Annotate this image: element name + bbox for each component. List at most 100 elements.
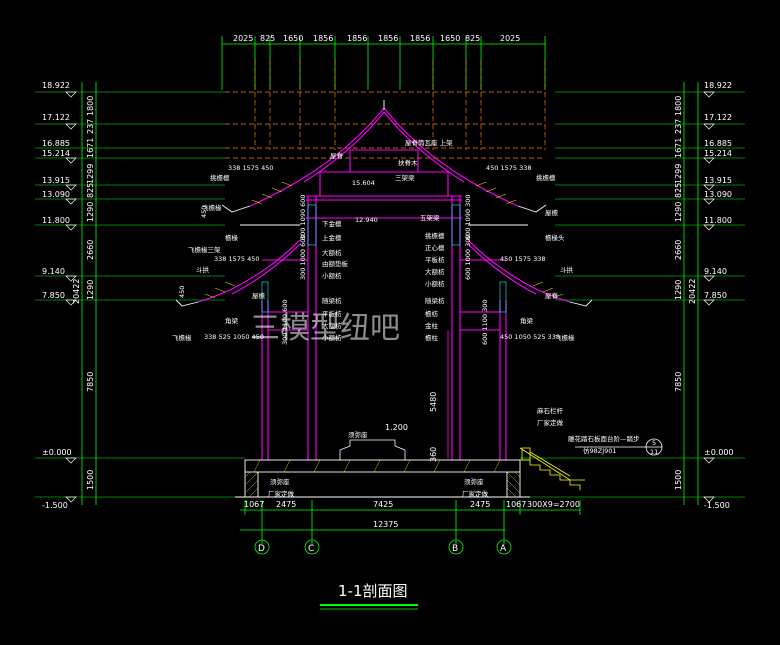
left-level-8: 9.140 xyxy=(42,267,65,276)
label-jiaoliang-left: 角梁 xyxy=(225,316,239,325)
axis-label-a: A xyxy=(500,544,507,554)
label-chang-right: 厂家定做 xyxy=(462,489,489,498)
label-steps: 雕花踏石板面台阶—踏步 xyxy=(568,434,640,443)
right-level-10: ±0.000 xyxy=(704,448,734,457)
roof-structure xyxy=(197,107,571,460)
axis-label-d: D xyxy=(258,544,265,554)
axis-label-b: B xyxy=(452,544,458,554)
dim-col-right-c: 600 1100 300 xyxy=(481,300,489,346)
top-dim-6: 1856 xyxy=(378,34,398,43)
xumi-pedestal xyxy=(339,439,406,460)
left-level-5: 13.915 xyxy=(42,176,70,185)
label-dajiaomian-left: 大额枋 xyxy=(322,248,342,257)
dim-mid-right: 450 1575 338 xyxy=(500,255,546,263)
label-suilang-left: 随梁枋 xyxy=(322,296,342,305)
left-vdim-8: 1290 xyxy=(86,280,95,300)
top-dimension-texts: 2025 825 1650 1856 1856 1856 1856 1650 8… xyxy=(233,34,520,43)
label-zhengxin-right: 正心檩 xyxy=(425,243,445,252)
label-detail-bottom: 11 xyxy=(650,448,658,456)
dim-15604: 15.604 xyxy=(352,179,375,187)
label-shangjin: 上金檩 xyxy=(322,233,342,242)
label-tiaoyan-right: 挑檐檩 xyxy=(425,231,445,240)
right-level-8: 9.140 xyxy=(704,267,727,276)
label-xiajin-left: 下金檩 xyxy=(322,219,342,228)
right-level-3: 16.885 xyxy=(704,139,732,148)
top-dim-4: 1856 xyxy=(313,34,333,43)
dim-450-left: 450 xyxy=(200,206,208,218)
left-level-6: 13.090 xyxy=(42,190,70,199)
bottom-dim-3: 7425 xyxy=(373,500,393,509)
right-level-11: -1.500 xyxy=(704,501,730,510)
right-vdim-6: 1290 xyxy=(674,202,683,222)
dim-low-left: 338 525 1050 450 xyxy=(204,333,264,341)
interior-dimension-texts: 5480 360 1.200 15.604 12.940 338 1575 45… xyxy=(178,164,560,462)
left-total-height: 20422 xyxy=(72,279,81,304)
right-level-texts: 18.922 17.122 16.885 15.214 13.915 13.09… xyxy=(704,81,734,510)
label-yanzhu-right: 檐柱 xyxy=(425,333,439,342)
label-suilang-right: 随梁枋 xyxy=(425,296,445,305)
dim-12940: 12.940 xyxy=(355,216,378,224)
label-pingban-left: 平板枋 xyxy=(322,309,342,318)
left-vdim-5: 825 xyxy=(86,183,95,198)
right-vdim-7: 2660 xyxy=(674,240,683,260)
top-dim-10: 2025 xyxy=(500,34,520,43)
left-vdim-7: 2660 xyxy=(86,240,95,260)
bottom-dimension-chain xyxy=(240,500,581,545)
left-level-4: 15.214 xyxy=(42,149,70,158)
label-tiaoyan-right-upper: 挑檐檩 xyxy=(536,173,556,182)
dim-col-left-b: 300 1000 600 xyxy=(299,235,307,281)
left-vertical-dims: 1800 237 1671 1299 825 1290 2660 1290 78… xyxy=(72,96,95,490)
right-vdim-10: 1500 xyxy=(674,470,683,490)
dim-mid-left: 338 1575 450 xyxy=(214,255,260,263)
right-vertical-dims: 1800 237 1671 1299 825 1290 2660 1290 78… xyxy=(674,96,697,490)
right-vdim-9: 7850 xyxy=(674,372,683,392)
right-level-7: 11.800 xyxy=(704,216,732,225)
label-ridge: 屋脊 xyxy=(330,151,344,160)
bottom-dim-6: 300X9=2700 xyxy=(527,500,580,509)
bottom-dimension-texts: 1067 2475 7425 2475 1067 300X9=2700 1237… xyxy=(244,500,580,529)
right-level-5: 13.915 xyxy=(704,176,732,185)
left-level-11: -1.500 xyxy=(42,501,68,510)
top-dim-1: 2025 xyxy=(233,34,253,43)
detail-bubble xyxy=(575,438,663,456)
left-level-7: 11.800 xyxy=(42,216,70,225)
left-level-9: 7.850 xyxy=(42,291,65,300)
dim-col-right-b: 600 1000 300 xyxy=(464,235,472,281)
label-fushan: 扶脊木 xyxy=(398,158,418,167)
top-dim-8: 1650 xyxy=(440,34,460,43)
bottom-dim-4: 2475 xyxy=(470,500,490,509)
label-xumizuo-mid: 须弥座 xyxy=(348,430,368,439)
label-liang: 三架梁 xyxy=(395,173,415,182)
label-feiyan-right-low: 飞檐椽 xyxy=(555,333,575,342)
label-stone-rail-2: 厂家定做 xyxy=(537,418,564,427)
right-total-height: 20422 xyxy=(688,279,697,304)
label-yanchuan-right: 檐椽头 xyxy=(545,233,565,242)
right-level-1: 18.922 xyxy=(704,81,732,90)
right-level-4: 15.214 xyxy=(704,149,732,158)
dim-low-right: 450 1050 525 338 xyxy=(500,333,560,341)
label-dougong-right: 斗拱 xyxy=(560,265,574,274)
left-vdim-2: 237 xyxy=(86,119,95,134)
left-vdim-4: 1299 xyxy=(86,164,95,184)
label-feiyan-left-low: 飞檐椽 xyxy=(172,333,192,342)
label-yuelangfang-left: 由额垫板 xyxy=(322,259,349,268)
watermark: 三模型纽吧 xyxy=(250,311,400,346)
dim-1200: 1.200 xyxy=(385,423,408,432)
label-dougong-left: 斗拱 xyxy=(196,265,210,274)
reference-dashed-lines xyxy=(225,60,546,159)
label-xiaoe-left-2: 小额枋 xyxy=(322,333,342,342)
roof-tiles-hatch xyxy=(204,181,564,299)
label-jinzhu-right: 金柱 xyxy=(425,321,439,330)
left-vdim-10: 1500 xyxy=(86,470,95,490)
left-level-1: 18.922 xyxy=(42,81,70,90)
label-detail-top: 5 xyxy=(652,439,656,447)
dim-upper-left: 338 1575 450 xyxy=(228,164,274,172)
left-vdim-3: 1671 xyxy=(86,138,95,158)
dim-col-left-c: 300 1100 600 xyxy=(281,300,289,346)
top-dim-2: 825 xyxy=(260,34,275,43)
right-vdim-4: 1299 xyxy=(674,164,683,184)
top-dimension-chain xyxy=(221,36,546,90)
foundation xyxy=(235,459,530,498)
dim-360: 360 xyxy=(429,447,438,462)
